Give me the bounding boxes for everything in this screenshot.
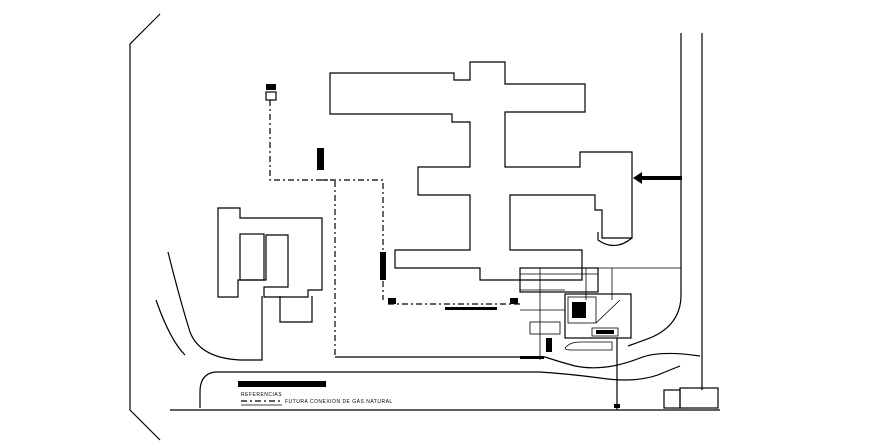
- gate-house: [679, 387, 719, 409]
- left-building: [217, 207, 323, 298]
- legend-title: REFERENCIAS: [241, 392, 282, 398]
- legend: REFERENCIAS FUTURA CONEXION DE GAS NATUR…: [238, 381, 393, 406]
- meter-box-mid: [317, 148, 324, 170]
- building-wing-round: [597, 232, 633, 247]
- entrance-arrow: [633, 172, 682, 184]
- meter-box-right: [380, 252, 386, 280]
- main-building: [329, 61, 633, 281]
- site-boundary-line: [129, 13, 161, 441]
- legend-gas-label: FUTURA CONEXION DE GAS NATURAL: [285, 399, 393, 405]
- meter-box-top: [266, 84, 276, 90]
- legend-title-bar: [238, 381, 326, 387]
- service-annex: [519, 267, 681, 410]
- left-driveway: [155, 251, 263, 361]
- right-road: [627, 33, 703, 390]
- bottom-road: [170, 352, 720, 411]
- gas-connection-route: [269, 100, 520, 355]
